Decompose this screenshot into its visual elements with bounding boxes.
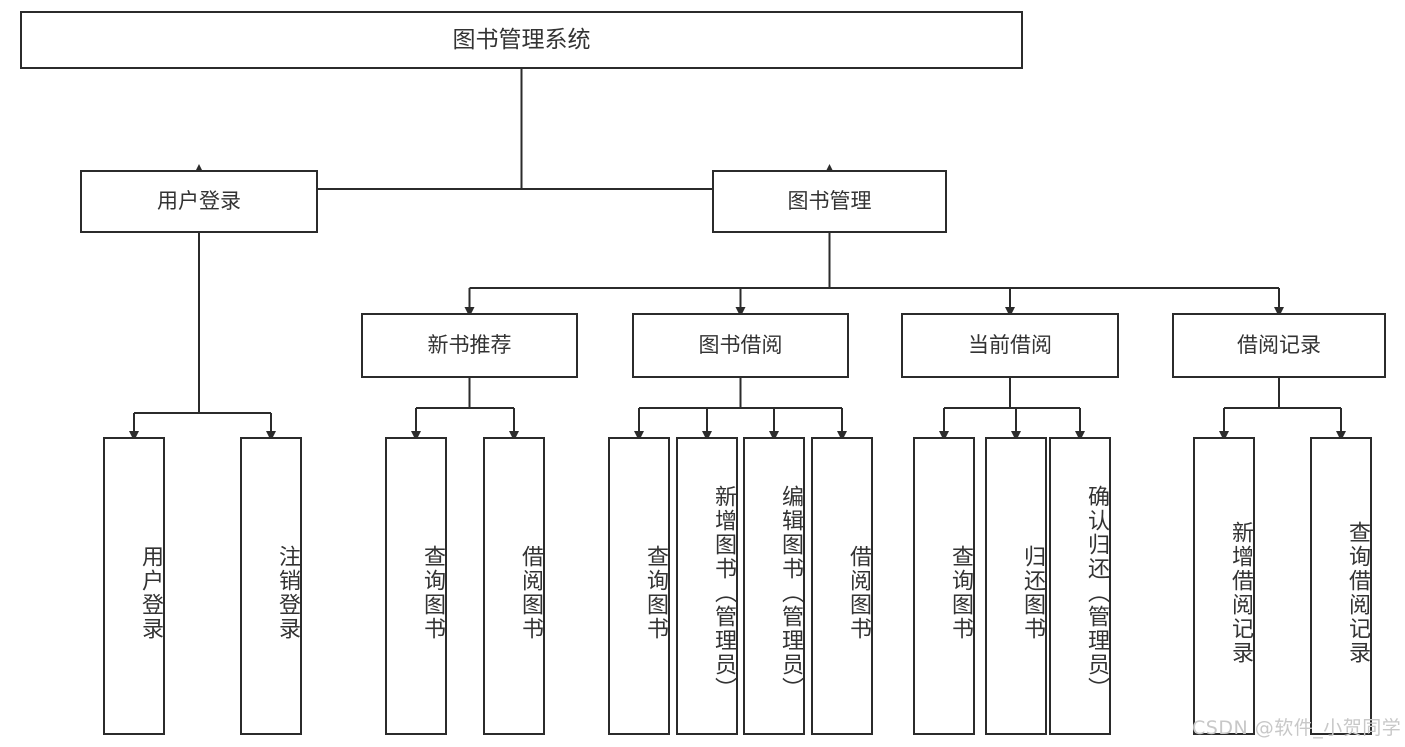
node-leaf-add-book: 新增图书（管理员） [676,437,738,735]
node-label: 查询借阅记录 [1345,521,1370,665]
node-leaf-borrow-book-1: 借阅图书 [483,437,545,735]
node-label: 归还图书 [1020,545,1045,641]
node-label: 确认归还（管理员） [1084,485,1109,701]
node-user-login: 用户登录 [80,170,318,233]
node-leaf-borrow-book-2: 借阅图书 [811,437,873,735]
node-root: 图书管理系统 [20,11,1023,69]
node-leaf-query-book-3: 查询图书 [913,437,975,735]
node-label: 借阅图书 [846,545,871,641]
node-book-borrow: 图书借阅 [632,313,849,378]
node-label: 注销登录 [275,545,300,641]
node-leaf-return-book: 归还图书 [985,437,1047,735]
node-new-book-rec: 新书推荐 [361,313,578,378]
node-leaf-add-record: 新增借阅记录 [1193,437,1255,735]
node-leaf-query-book-1: 查询图书 [385,437,447,735]
node-label: 查询图书 [420,545,445,641]
node-book-manage: 图书管理 [712,170,947,233]
node-leaf-query-book-2: 查询图书 [608,437,670,735]
node-leaf-query-record: 查询借阅记录 [1310,437,1372,735]
node-leaf-user-login: 用户登录 [103,437,165,735]
node-label: 新增图书（管理员） [711,485,736,701]
node-label: 新增借阅记录 [1228,521,1253,665]
node-label: 查询图书 [643,545,668,641]
node-label: 编辑图书（管理员） [778,485,803,701]
node-leaf-edit-book: 编辑图书（管理员） [743,437,805,735]
node-leaf-confirm-return: 确认归还（管理员） [1049,437,1111,735]
node-leaf-logout: 注销登录 [240,437,302,735]
node-label: 查询图书 [948,545,973,641]
node-label: 用户登录 [138,545,163,641]
node-label: 借阅图书 [518,545,543,641]
node-current-borrow: 当前借阅 [901,313,1119,378]
node-borrow-record: 借阅记录 [1172,313,1386,378]
csdn-watermark: CSDN @软件_小贺同学 [1192,717,1402,739]
